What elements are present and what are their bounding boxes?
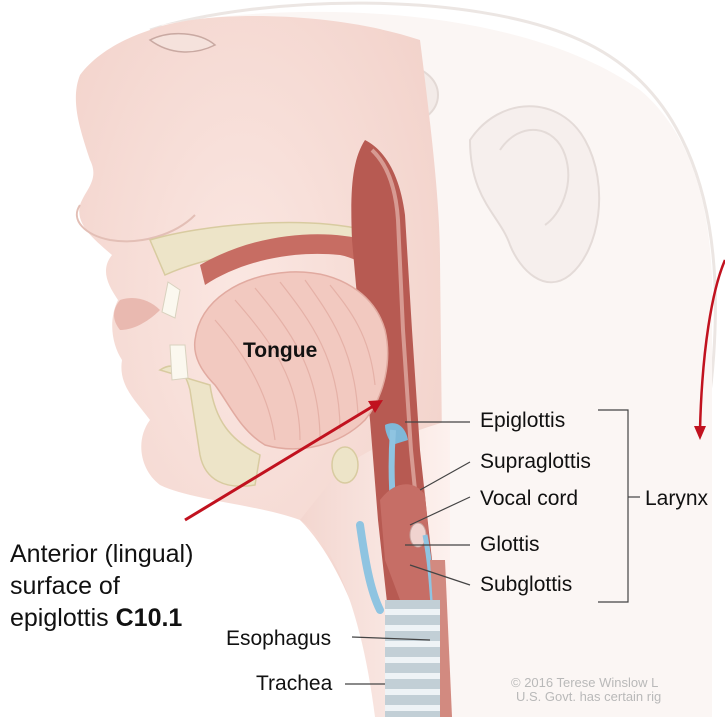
callout-line-3-text: epiglottis — [10, 604, 116, 632]
callout-line-2: surface of — [10, 570, 193, 602]
label-epiglottis: Epiglottis — [480, 409, 565, 433]
label-subglottis: Subglottis — [480, 573, 572, 597]
label-tongue: Tongue — [243, 339, 317, 363]
callout-line-1: Anterior (lingual) — [10, 538, 193, 570]
callout-line-3: epiglottis C10.1 — [10, 602, 193, 634]
label-supraglottis: Supraglottis — [480, 450, 591, 474]
lower-teeth — [170, 345, 188, 380]
label-glottis: Glottis — [480, 533, 540, 557]
callout-code: C10.1 — [116, 604, 183, 632]
label-esophagus: Esophagus — [226, 627, 331, 651]
copyright-line-2: U.S. Govt. has certain rig — [516, 690, 661, 704]
label-larynx: Larynx — [645, 487, 708, 511]
label-trachea: Trachea — [256, 672, 332, 696]
hyoid — [332, 447, 358, 483]
label-vocal-cord: Vocal cord — [480, 487, 578, 511]
trachea-rings — [385, 600, 440, 717]
callout-text: Anterior (lingual) surface of epiglottis… — [10, 538, 193, 634]
copyright-line-1: © 2016 Terese Winslow L — [511, 676, 658, 690]
